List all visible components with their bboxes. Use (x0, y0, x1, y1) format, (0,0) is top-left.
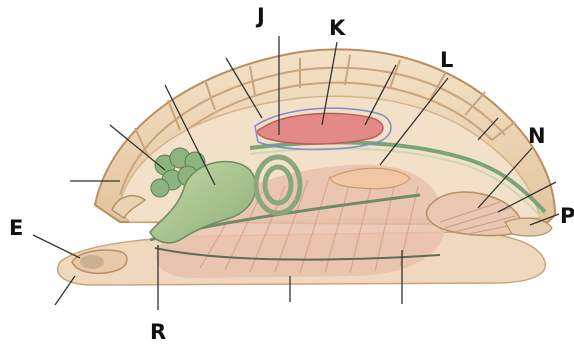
label-r: R (150, 322, 166, 343)
leader-e (33, 235, 80, 258)
label-e: E (9, 218, 23, 239)
label-l: L (440, 50, 453, 71)
mouth-palp (80, 255, 104, 269)
label-n: N (528, 126, 546, 147)
label-k: K (329, 18, 345, 39)
label-j: J (257, 6, 265, 27)
label-p: P (560, 206, 574, 227)
